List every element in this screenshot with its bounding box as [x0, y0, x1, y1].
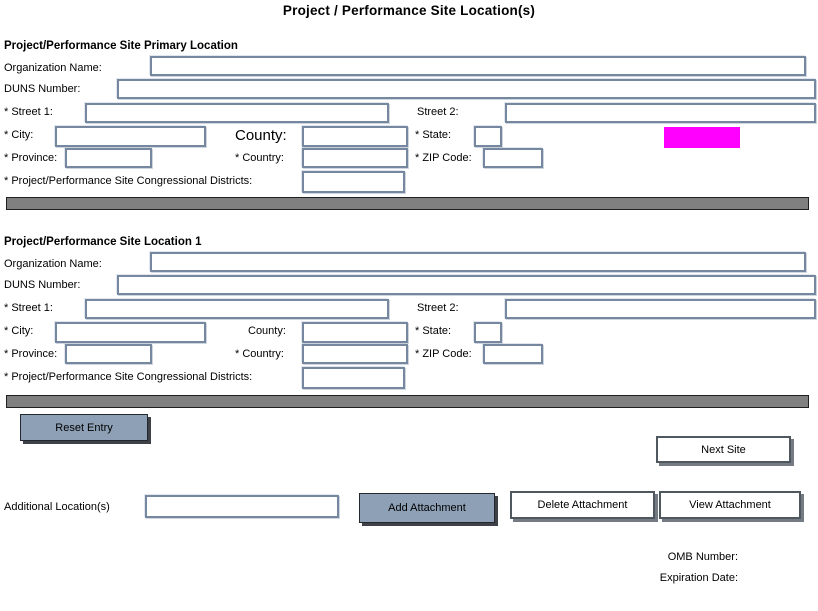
page-title: Project / Performance Site Location(s): [282, 3, 536, 18]
zip-code-input[interactable]: [483, 344, 543, 364]
omb-number-label: OMB Number:: [667, 551, 738, 563]
state-input[interactable]: [474, 322, 502, 343]
county-input[interactable]: [302, 322, 408, 343]
street1-input[interactable]: [85, 299, 389, 319]
congressional-districts-input[interactable]: [302, 367, 405, 389]
zip-code-label: * ZIP Code:: [415, 348, 472, 360]
city-label: * City:: [4, 325, 34, 337]
delete-attachment-button[interactable]: Delete Attachment: [510, 491, 655, 519]
street1-input[interactable]: [85, 103, 389, 123]
country-label: * Country:: [235, 348, 284, 360]
section-divider: [6, 197, 809, 210]
street2-label: Street 2:: [417, 302, 459, 314]
province-input[interactable]: [65, 148, 152, 168]
zip-code-input[interactable]: [483, 148, 543, 168]
next-site-button[interactable]: Next Site: [656, 436, 791, 463]
reset-entry-button[interactable]: Reset Entry: [20, 414, 148, 441]
country-input[interactable]: [302, 344, 408, 364]
city-label: * City:: [4, 129, 34, 141]
congressional-districts-input[interactable]: [302, 171, 405, 193]
zip-code-label: * ZIP Code:: [415, 152, 472, 164]
state-label: * State:: [415, 325, 452, 337]
duns-number-input[interactable]: [117, 275, 816, 295]
country-label: * Country:: [235, 152, 284, 164]
street2-input[interactable]: [505, 299, 816, 319]
add-attachment-button[interactable]: Add Attachment: [359, 493, 495, 523]
primary-location-header: Project/Performance Site Primary Locatio…: [4, 40, 238, 52]
location-1-header: Project/Performance Site Location 1: [4, 236, 202, 248]
province-label: * Province:: [4, 152, 58, 164]
highlight-box: [664, 127, 740, 148]
organization-name-input[interactable]: [150, 56, 806, 76]
duns-number-label: DUNS Number:: [4, 279, 81, 291]
section-divider: [6, 395, 809, 408]
county-label: County:: [235, 127, 287, 144]
state-input[interactable]: [474, 126, 502, 147]
street2-label: Street 2:: [417, 106, 459, 118]
congressional-districts-label: * Project/Performance Site Congressional…: [4, 371, 253, 383]
organization-name-label: Organization Name:: [4, 258, 102, 270]
congressional-districts-label: * Project/Performance Site Congressional…: [4, 175, 253, 187]
view-attachment-button[interactable]: View Attachment: [659, 491, 801, 519]
city-input[interactable]: [55, 126, 206, 147]
province-label: * Province:: [4, 348, 58, 360]
county-input[interactable]: [302, 126, 408, 147]
province-input[interactable]: [65, 344, 152, 364]
street1-label: * Street 1:: [4, 106, 53, 118]
organization-name-label: Organization Name:: [4, 62, 102, 74]
street2-input[interactable]: [505, 103, 816, 123]
additional-locations-label: Additional Location(s): [4, 501, 110, 513]
duns-number-label: DUNS Number:: [4, 83, 81, 95]
county-label: County:: [248, 325, 286, 337]
city-input[interactable]: [55, 322, 206, 343]
additional-locations-input[interactable]: [145, 495, 339, 518]
duns-number-input[interactable]: [117, 79, 816, 99]
state-label: * State:: [415, 129, 452, 141]
country-input[interactable]: [302, 148, 408, 168]
street1-label: * Street 1:: [4, 302, 53, 314]
expiration-date-label: Expiration Date:: [659, 572, 738, 584]
organization-name-input[interactable]: [150, 252, 806, 272]
